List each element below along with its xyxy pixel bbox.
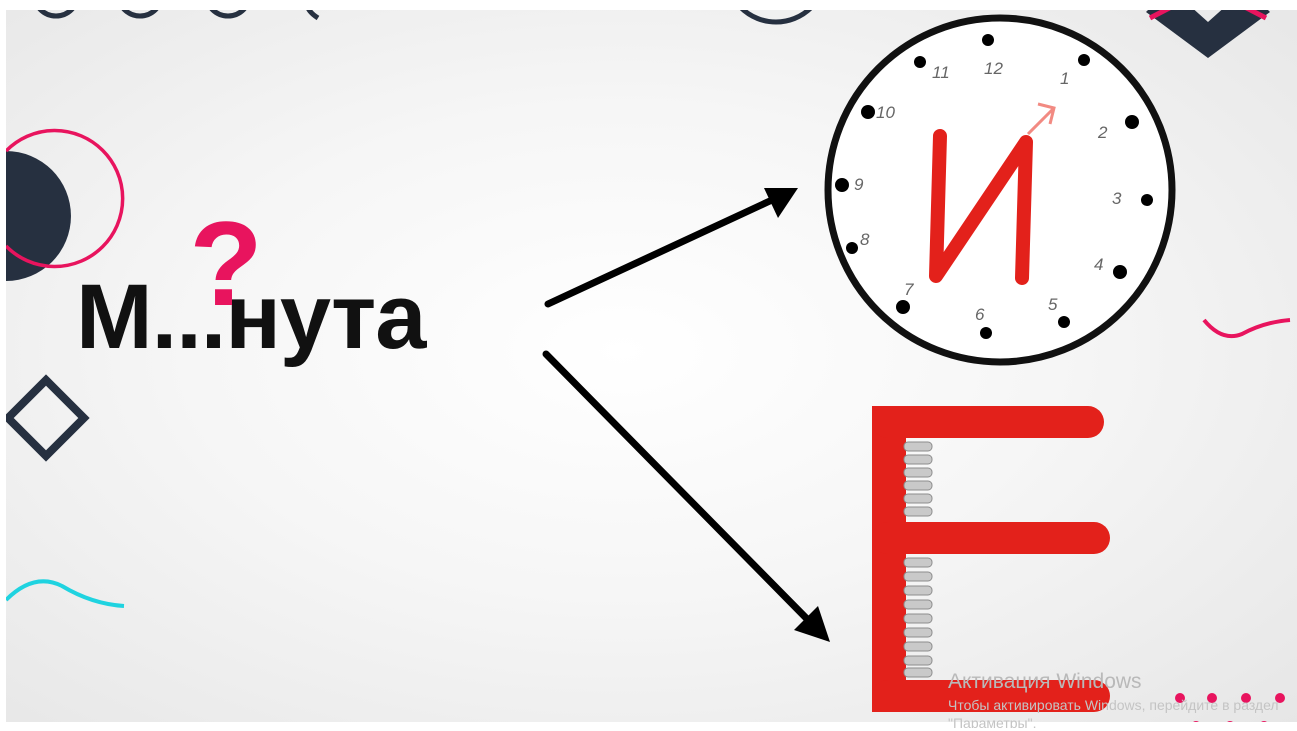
comb-teeth — [904, 442, 932, 677]
question-mark: ? — [186, 204, 266, 344]
top-frame-bar — [0, 0, 1297, 10]
windows-activation-watermark: Активация Windows Чтобы активировать Win… — [948, 668, 1297, 728]
word-start: М — [76, 262, 152, 372]
left-frame-bar — [0, 0, 6, 731]
watermark-title: Активация Windows — [948, 668, 1297, 696]
watermark-line-2: "Параметры". — [948, 714, 1297, 728]
watermark-line-1: Чтобы активировать Windows, перейдите в … — [948, 696, 1297, 714]
